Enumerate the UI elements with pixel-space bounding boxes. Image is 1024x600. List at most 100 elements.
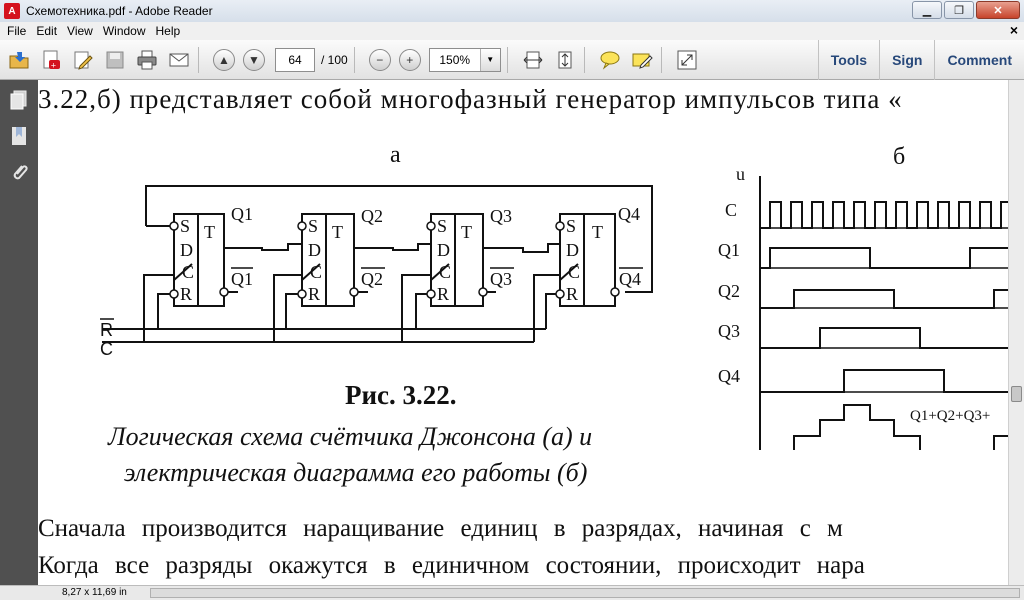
- minimize-button[interactable]: ▁: [912, 1, 942, 19]
- johnson-counter-circuit: [102, 185, 653, 343]
- label-a: а: [390, 142, 401, 168]
- svg-text:+: +: [51, 61, 57, 69]
- close-document-icon[interactable]: ×: [1009, 22, 1018, 38]
- save-icon[interactable]: [102, 47, 128, 73]
- body-text-line: Сначала производится наращивание единиц …: [38, 515, 843, 542]
- figure-title: Рис. 3.22.: [345, 380, 457, 410]
- email-icon[interactable]: [166, 47, 192, 73]
- q3-bar-label: Q3: [490, 269, 512, 289]
- ff1-c: C: [182, 262, 194, 282]
- edit-icon[interactable]: [70, 47, 96, 73]
- scroll-thumb[interactable]: [1011, 386, 1022, 402]
- bookmarks-icon[interactable]: [7, 124, 31, 148]
- ff1-r: R: [180, 284, 192, 304]
- window-title: Схемотехника.pdf - Adobe Reader: [26, 4, 213, 18]
- menu-view[interactable]: View: [67, 24, 93, 38]
- open-icon[interactable]: [6, 47, 32, 73]
- menu-file[interactable]: File: [7, 24, 27, 38]
- ff3-r: R: [437, 284, 449, 304]
- ff3-t: T: [461, 222, 472, 242]
- expand-icon[interactable]: [674, 47, 700, 73]
- figure-3-22: а б: [100, 142, 1008, 450]
- menu-window[interactable]: Window: [102, 24, 146, 38]
- clock-input-label: C: [100, 339, 113, 359]
- comment-pane-button[interactable]: Comment: [934, 40, 1024, 80]
- body-text-line: Когда все разряды окажутся в единичном с…: [38, 552, 865, 579]
- toolbar-separator: [660, 46, 662, 73]
- pages-icon[interactable]: [7, 88, 31, 112]
- sum-label: Q1+Q2+Q3+: [910, 408, 990, 424]
- voltage-axis-label: u: [736, 164, 745, 184]
- adobe-reader-icon: A: [4, 3, 20, 19]
- q2-waveform: [760, 289, 1008, 309]
- menu-edit[interactable]: Edit: [36, 24, 58, 38]
- figure-caption-line2: электрическая диаграмма его работы (б): [124, 458, 588, 487]
- ff4-c: C: [568, 262, 580, 282]
- ff3-c: C: [439, 262, 451, 282]
- print-icon[interactable]: [134, 47, 160, 73]
- menu-help[interactable]: Help: [155, 24, 181, 38]
- zoom-out-button[interactable]: −: [368, 48, 391, 71]
- ff4-t: T: [592, 222, 603, 242]
- ff2-c: C: [310, 262, 322, 282]
- q1-bar-label: Q1: [231, 269, 253, 289]
- page-size-readout: 8,27 x 11,69 in: [62, 587, 127, 598]
- highlight-icon[interactable]: [629, 47, 655, 73]
- horizontal-scrollbar[interactable]: [150, 588, 1020, 598]
- zoom-select[interactable]: 150% ▼: [428, 47, 501, 72]
- ff4-s: S: [566, 216, 576, 236]
- flip-flop-2: [301, 213, 355, 307]
- toolbar-separator: [198, 46, 199, 73]
- chevron-down-icon[interactable]: ▼: [479, 48, 500, 71]
- ff3-d: D: [437, 240, 450, 260]
- q4-label: Q4: [618, 204, 640, 224]
- zoom-value: 150%: [439, 52, 471, 67]
- page-number-input[interactable]: 64: [275, 47, 315, 72]
- ff4-r: R: [566, 284, 578, 304]
- body-text-line: 3.22,б) представляет собой многофазный г…: [38, 84, 903, 114]
- menu-bar: File Edit View Window Help ×: [0, 22, 1024, 40]
- fit-width-icon[interactable]: [520, 47, 546, 73]
- q4-waveform: [760, 369, 1008, 393]
- timing-row-c: C: [725, 200, 737, 220]
- tools-pane-button[interactable]: Tools: [817, 40, 879, 80]
- create-pdf-icon[interactable]: +: [38, 47, 64, 73]
- fit-page-icon[interactable]: [552, 47, 578, 73]
- timing-row-q3: Q3: [718, 321, 740, 341]
- sum-waveform: [793, 404, 1008, 450]
- toolbar: + ▲ ▼ 64 / 100 − + 150% ▼ Tools Sign Com…: [0, 40, 1024, 80]
- next-page-button[interactable]: ▼: [243, 48, 265, 71]
- timing-row-q4: Q4: [718, 366, 740, 386]
- reset-input-label: R: [100, 320, 113, 340]
- ff1-t: T: [204, 222, 215, 242]
- timing-row-q2: Q2: [718, 281, 740, 301]
- ff2-t: T: [332, 222, 343, 242]
- label-b: б: [893, 144, 905, 170]
- flip-flop-4: [559, 213, 616, 307]
- q1-label: Q1: [231, 204, 253, 224]
- q2-label: Q2: [361, 206, 383, 226]
- comment-note-icon[interactable]: [597, 47, 623, 73]
- timing-row-q1: Q1: [718, 240, 740, 260]
- ff3-s: S: [437, 216, 447, 236]
- zoom-in-button[interactable]: +: [398, 48, 421, 71]
- previous-page-button[interactable]: ▲: [213, 48, 235, 71]
- ff2-d: D: [308, 240, 321, 260]
- sign-pane-button[interactable]: Sign: [879, 40, 934, 80]
- close-button[interactable]: ✕: [976, 1, 1020, 19]
- q3-label: Q3: [490, 206, 512, 226]
- ff4-d: D: [566, 240, 579, 260]
- ff1-s: S: [180, 216, 190, 236]
- vertical-scrollbar[interactable]: [1008, 80, 1024, 585]
- q1-waveform: [760, 247, 1008, 269]
- page-total: / 100: [321, 52, 348, 67]
- navigation-pane: [0, 80, 38, 585]
- ff2-r: R: [308, 284, 320, 304]
- restore-button[interactable]: ❐: [944, 1, 974, 19]
- attachments-icon[interactable]: [7, 160, 31, 184]
- q3-waveform: [760, 327, 1008, 349]
- q4-bar-label: Q4: [619, 269, 641, 289]
- status-bar: 8,27 x 11,69 in: [0, 585, 1024, 600]
- toolbar-separator: [506, 46, 508, 73]
- document-view[interactable]: 3.22,б) представляет собой многофазный г…: [38, 80, 1008, 585]
